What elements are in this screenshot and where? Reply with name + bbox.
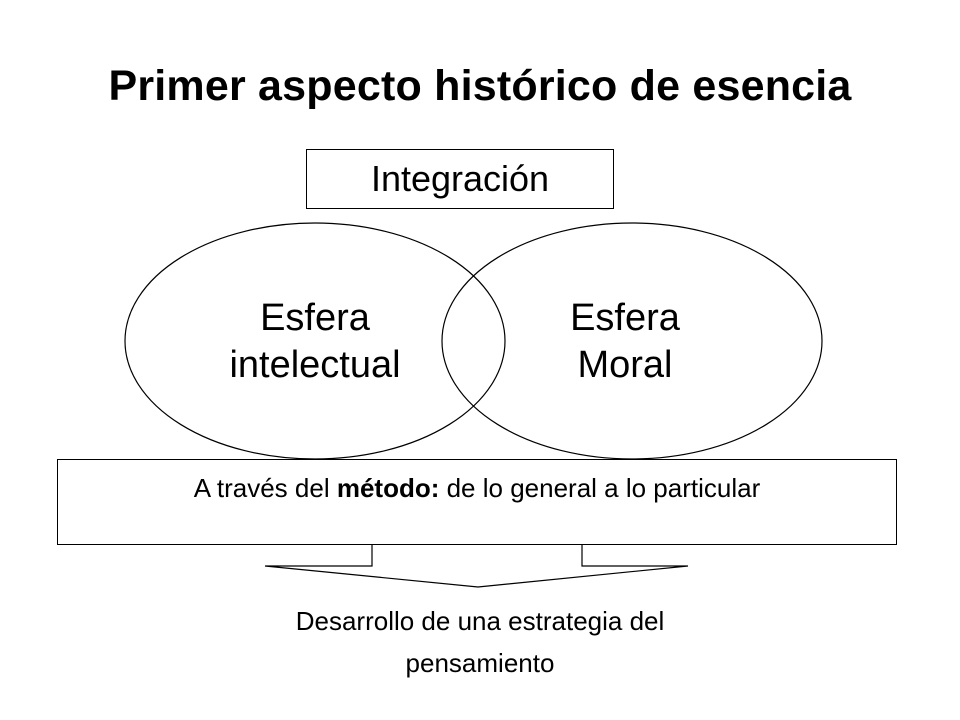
method-box: A través del método: de lo general a lo … bbox=[57, 459, 897, 545]
ellipse-right-label: Esfera Moral bbox=[510, 295, 740, 389]
down-arrow bbox=[264, 544, 689, 588]
ellipse-right-line1: Esfera bbox=[570, 297, 680, 339]
bottom-text-line2: pensamiento bbox=[405, 648, 555, 678]
bottom-text-line1: Desarrollo de una estrategia del bbox=[295, 606, 665, 636]
bottom-text: Desarrollo de una estrategia del pensami… bbox=[180, 600, 780, 684]
method-suffix: de lo general a lo particular bbox=[439, 473, 761, 503]
ellipse-left-line1: Esfera bbox=[260, 297, 370, 339]
ellipse-left-line2: intelectual bbox=[229, 344, 401, 386]
ellipse-left-label: Esfera intelectual bbox=[200, 295, 430, 389]
method-prefix: A través del bbox=[193, 473, 337, 503]
ellipse-right-line2: Moral bbox=[577, 344, 673, 386]
method-bold: método: bbox=[336, 473, 440, 503]
slide-title: Primer aspecto histórico de esencia bbox=[108, 62, 852, 110]
integration-box: Integración bbox=[306, 149, 614, 209]
